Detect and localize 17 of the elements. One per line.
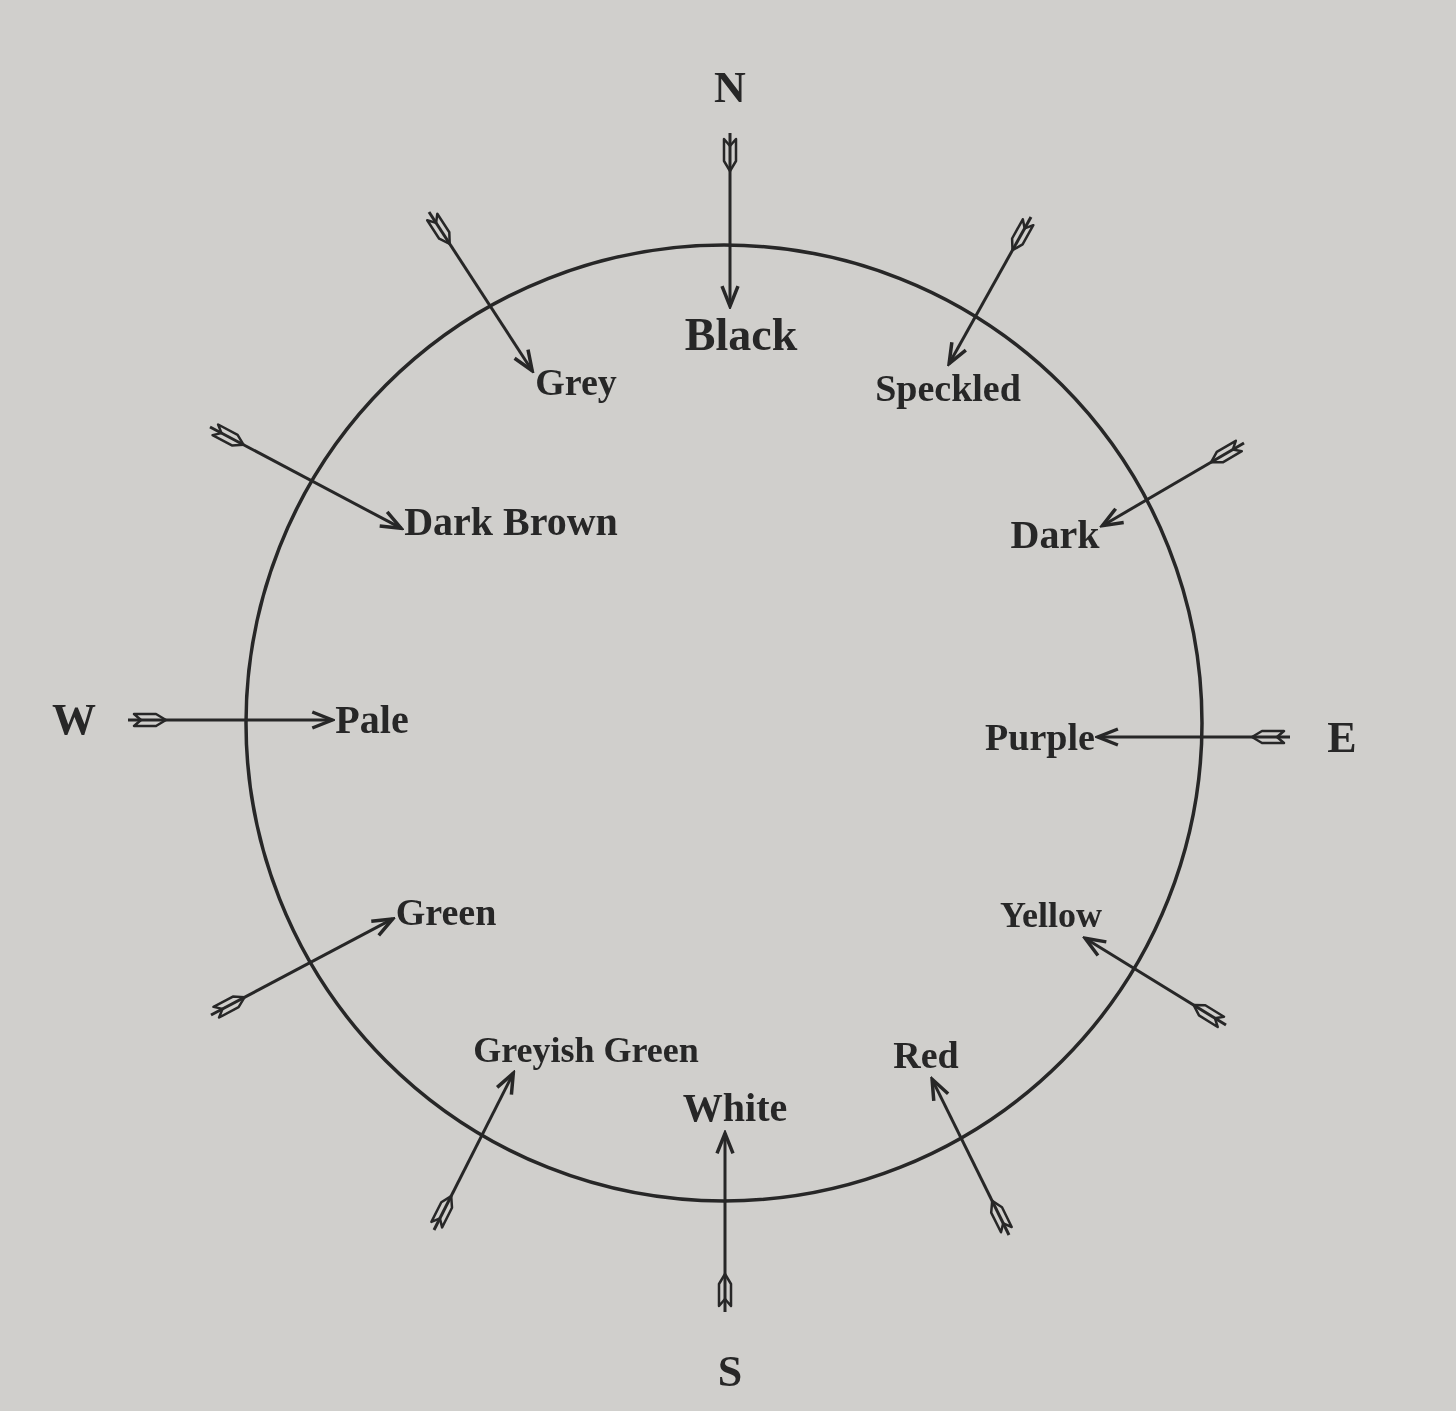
compass-letter: E bbox=[1327, 713, 1357, 763]
text-label: Grey bbox=[535, 360, 617, 404]
text-label: Dark Brown bbox=[404, 499, 618, 545]
text-label: Speckled bbox=[875, 366, 1021, 410]
circle-outline bbox=[244, 243, 1204, 1203]
compass-letter: N bbox=[714, 63, 746, 113]
text-label: Green bbox=[395, 890, 497, 934]
text-label: Greyish Green bbox=[473, 1029, 699, 1071]
text-label: Red bbox=[893, 1033, 959, 1077]
text-label: Dark bbox=[1010, 512, 1100, 558]
compass-letter: W bbox=[52, 695, 96, 745]
text-label: Pale bbox=[335, 697, 409, 743]
compass-letter: S bbox=[717, 1347, 743, 1397]
text-label: Purple bbox=[985, 715, 1095, 759]
text-label: White bbox=[682, 1085, 788, 1131]
text-label: Black bbox=[684, 309, 798, 361]
text-label: Yellow bbox=[1000, 894, 1102, 936]
